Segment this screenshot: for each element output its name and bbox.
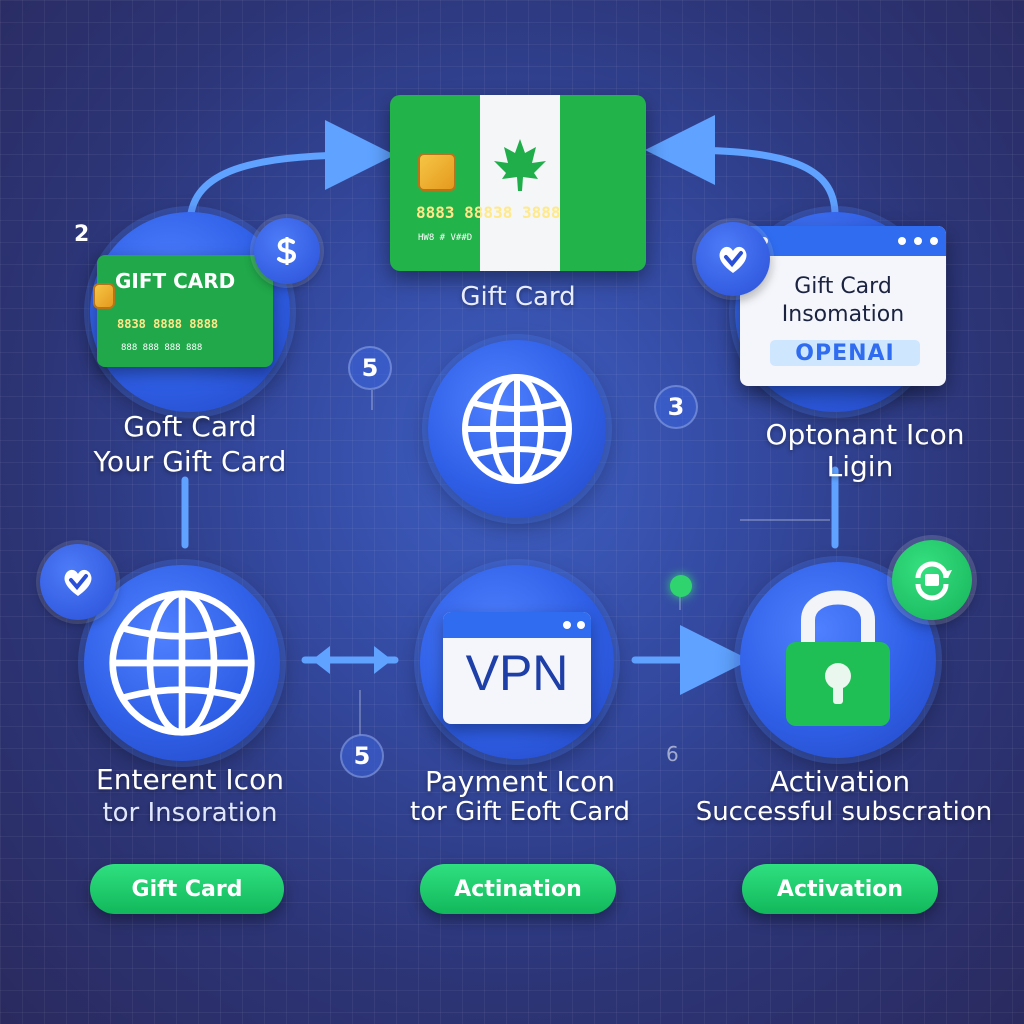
heart-check-badge: [696, 222, 770, 296]
window-dot: [563, 621, 571, 629]
refresh-cash-icon: [915, 561, 952, 601]
status-dot: [670, 575, 692, 597]
node-label-title: Goft Card: [123, 410, 257, 443]
chip-icon: [93, 283, 115, 309]
node-label-title: Enterent Icon: [96, 763, 284, 796]
dollar-icon: [277, 237, 297, 265]
window-line2: Insomation: [781, 302, 905, 327]
lock-icon: [786, 590, 890, 726]
gift-card-button[interactable]: Gift Card: [90, 864, 284, 914]
window-dot: [898, 237, 906, 245]
step-number-badge: 5: [348, 346, 392, 390]
vpn-window: VPN: [443, 612, 591, 724]
internet-circle: [84, 565, 280, 761]
gift-card-title: GIFT CARD: [115, 269, 236, 293]
gift-card-top: 8883 88838 3888 HW8 # V##D: [390, 95, 646, 271]
heart-check-icon: [64, 569, 92, 596]
node-label-subtitle: tor Insoration: [102, 798, 278, 828]
gift-card-label: Gift Card: [460, 282, 576, 312]
window-dot: [577, 621, 585, 629]
arrow-top-left: [186, 120, 395, 229]
card-small-text: 888 888 888 888: [121, 343, 203, 353]
vpn-text: VPN: [465, 645, 569, 701]
arrow-head-left: [312, 646, 330, 674]
window-dot: [930, 237, 938, 245]
step-number: 6: [666, 742, 679, 766]
node-label-subtitle: Successful subscration: [695, 797, 993, 827]
globe-circle: [428, 340, 606, 518]
globe-icon: [462, 374, 572, 484]
openai-pill: OPENAI: [770, 340, 920, 366]
activation-button[interactable]: Activation: [742, 864, 938, 914]
gift-card-left: GIFT CARD 8838 8888 8888 888 888 888 888: [93, 255, 273, 367]
maple-leaf-icon: [494, 139, 546, 191]
chip-icon: [418, 153, 456, 191]
node-label-subtitle: Ligin: [826, 450, 894, 483]
arrow-top-right: [645, 115, 839, 219]
heart-check-icon: [719, 246, 747, 273]
window-titlebar: [740, 226, 946, 256]
window-dot: [914, 237, 922, 245]
node-label-subtitle: Your Gift Card: [93, 445, 287, 478]
card-number: 8883 88838 3888: [416, 203, 561, 222]
step-number: 2: [74, 222, 90, 247]
card-holder-text: HW8 # V##D: [418, 233, 473, 243]
globe-icon: [109, 590, 255, 736]
actination-button[interactable]: Actination: [420, 864, 616, 914]
card-number: 8838 8888 8888: [117, 317, 219, 331]
dollar-badge: [254, 218, 320, 284]
gift-card-info-window: Gift Card Insomation OPENAI: [740, 226, 946, 386]
heart-check-badge: [40, 544, 116, 620]
node-label-title: Optonant Icon: [765, 418, 965, 451]
arrow-head-right: [374, 646, 392, 674]
node-label-title: Activation: [769, 765, 911, 798]
window-titlebar: [443, 612, 591, 638]
node-label-title: Payment Icon: [424, 765, 615, 798]
refresh-cash-badge: [892, 540, 972, 620]
node-label-subtitle: tor Gift Eoft Card: [410, 797, 630, 827]
step-number-badge: 5: [340, 734, 384, 778]
window-line1: Gift Card: [794, 274, 892, 299]
step-number-badge: 3: [654, 385, 698, 429]
